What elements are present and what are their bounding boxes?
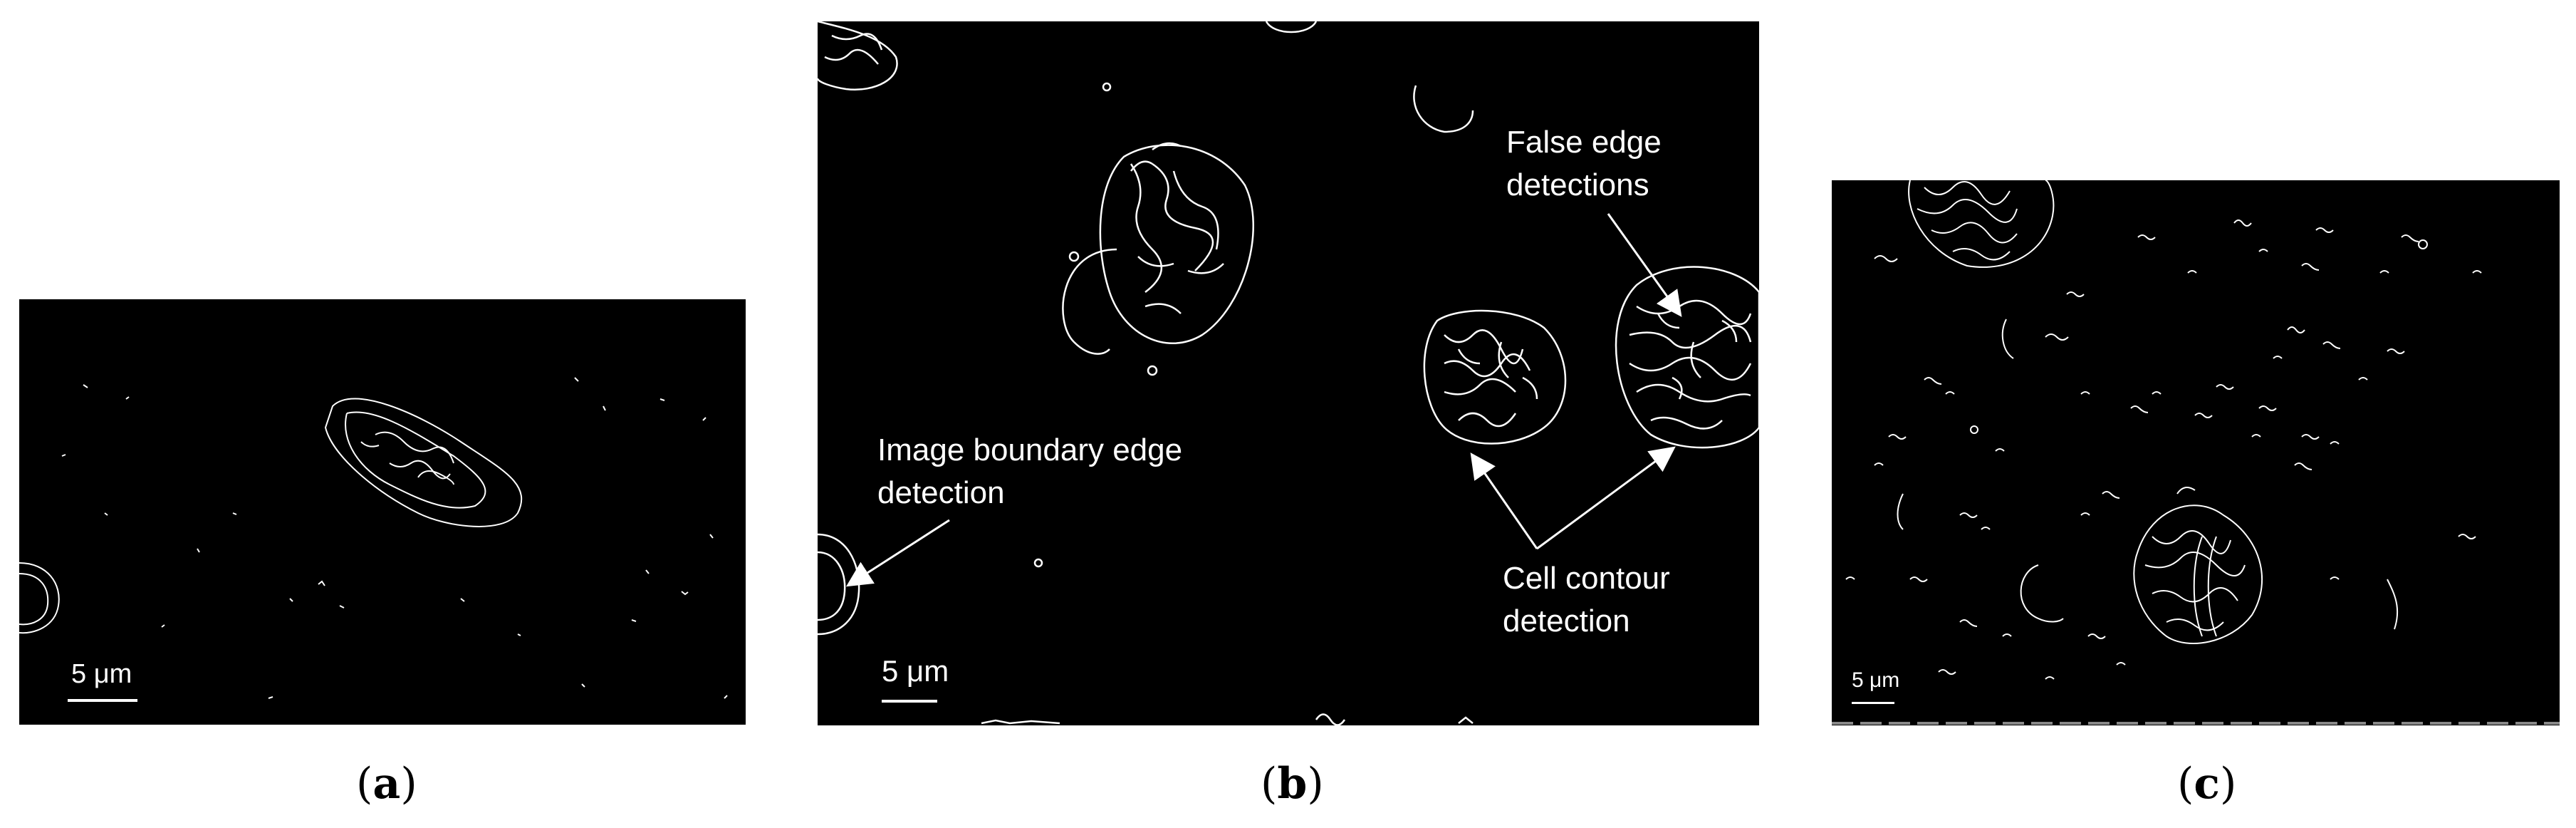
panel-c-edges bbox=[1832, 180, 2560, 725]
panel-c-scale-line bbox=[1852, 702, 1894, 704]
panel-a-scale-line bbox=[68, 699, 137, 702]
panel-a-scale-bar: 5 μm bbox=[68, 659, 139, 702]
panel-a-scale-label: 5 μm bbox=[71, 659, 132, 689]
panel-b-caption: (b) bbox=[1261, 759, 1324, 809]
annotation-false-edge: False edge detections bbox=[1506, 125, 1662, 202]
panel-b-scale-bar: 5 μm bbox=[882, 654, 953, 703]
annotation-cell-contour: Cell contour detection bbox=[1503, 561, 1670, 638]
panel-b-edges bbox=[818, 21, 1759, 725]
panel-a-edges bbox=[19, 377, 728, 699]
panel-b-image: False edge detections Image boundary edg… bbox=[818, 21, 1759, 725]
panel-b-scale-line bbox=[882, 700, 937, 703]
panel-b-arrows bbox=[845, 213, 1682, 587]
arrow-cell-contour-right bbox=[1536, 446, 1676, 550]
panel-c-image: 5 μm bbox=[1832, 180, 2560, 725]
annotation-image-boundary: Image boundary edge detection bbox=[877, 433, 1183, 510]
panel-a-image: 5 μm bbox=[19, 299, 746, 725]
panel-a-caption: (a) bbox=[356, 759, 417, 809]
arrow-cell-contour-left bbox=[1470, 452, 1538, 549]
panel-c-scale-label: 5 μm bbox=[1852, 668, 1900, 692]
panel-c-scale-bar: 5 μm bbox=[1852, 668, 1916, 704]
panel-b-scale-label: 5 μm bbox=[882, 654, 949, 688]
arrow-false-edge bbox=[1607, 213, 1682, 317]
panel-c-caption: (c) bbox=[2177, 759, 2237, 809]
arrow-image-boundary bbox=[845, 519, 950, 587]
